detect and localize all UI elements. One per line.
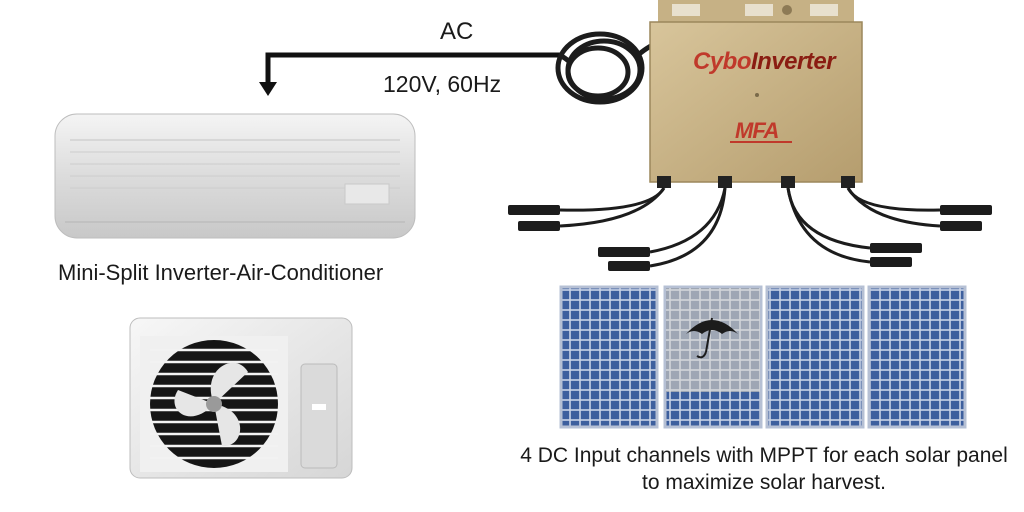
indoor-unit — [54, 113, 416, 239]
umbrella-icon — [686, 317, 738, 359]
brand-prefix: Cybo — [693, 48, 752, 75]
ac-label: AC — [440, 18, 474, 45]
inverter-brand-logo: CyboInverter — [693, 48, 836, 76]
solar-panel-2-shaded — [663, 285, 763, 429]
dc-cables — [559, 187, 941, 268]
fan-icon — [150, 340, 278, 468]
maker-logo: MFA — [735, 118, 779, 143]
solar-panel-4 — [867, 285, 967, 429]
indoor-unit-caption: Mini-Split Inverter-Air-Conditioner — [58, 260, 384, 285]
ac-cable-coil — [555, 31, 661, 105]
microinverter — [649, 0, 863, 188]
solar-panel-3 — [765, 285, 865, 429]
mc4-connectors — [508, 205, 992, 271]
solar-caption: 4 DC Input channels with MPPT for each s… — [520, 444, 1008, 494]
ac-arrow — [259, 52, 560, 96]
voltage-label: 120V, 60Hz — [383, 71, 502, 97]
brand-suffix: Inverter — [751, 48, 836, 75]
solar-panel-1 — [559, 285, 659, 429]
outdoor-unit — [129, 317, 353, 479]
